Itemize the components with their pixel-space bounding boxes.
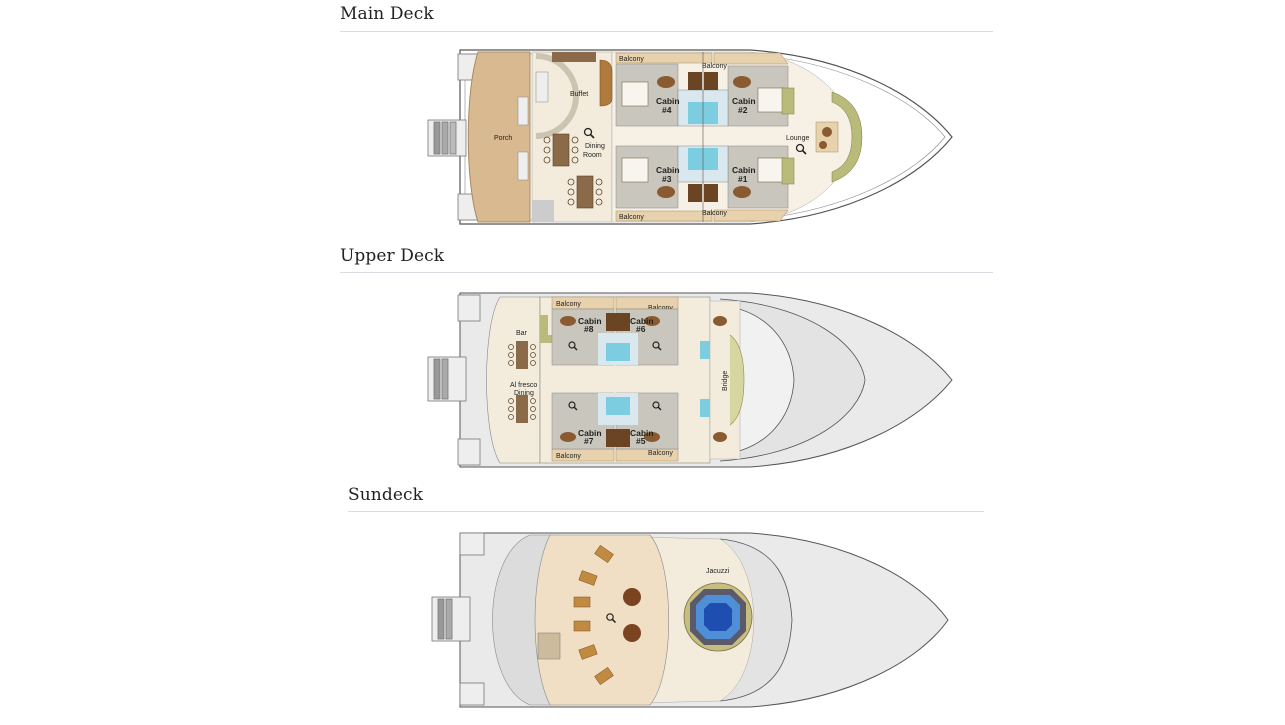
main-deck-plan: Porch Buffet Dining Room Balcony Balcony… xyxy=(427,49,953,225)
svg-text:Cabin: Cabin xyxy=(656,165,680,175)
jacuzzi-label: Jacuzzi xyxy=(706,568,730,575)
porch-label: Porch xyxy=(494,135,512,142)
upper-deck-plan: Bar Al fresco Dining Balcony Balcony Bal… xyxy=(427,292,953,468)
zoom-in-icon[interactable] xyxy=(568,341,578,351)
zoom-in-icon[interactable] xyxy=(583,127,595,139)
svg-text:Cabin: Cabin xyxy=(732,165,756,175)
svg-text:Room: Room xyxy=(583,152,602,159)
stern-steps xyxy=(427,53,481,221)
zoom-in-icon[interactable] xyxy=(652,401,662,411)
svg-text:Balcony: Balcony xyxy=(556,301,581,308)
svg-text:Dining: Dining xyxy=(585,143,605,150)
svg-text:#7: #7 xyxy=(584,436,594,446)
porch-area xyxy=(467,51,531,223)
svg-text:Balcony: Balcony xyxy=(702,210,727,217)
svg-text:Dining: Dining xyxy=(514,390,534,397)
svg-text:#4: #4 xyxy=(662,105,672,115)
jacuzzi xyxy=(683,582,753,652)
svg-text:Balcony: Balcony xyxy=(648,305,673,312)
upper-deck-divider xyxy=(340,272,993,273)
svg-text:Balcony: Balcony xyxy=(556,453,581,460)
svg-text:#5: #5 xyxy=(636,436,646,446)
bridge-label: Bridge xyxy=(722,371,729,391)
svg-text:Cabin: Cabin xyxy=(732,96,756,106)
svg-text:Cabin: Cabin xyxy=(630,428,654,438)
svg-text:Cabin: Cabin xyxy=(630,316,654,326)
svg-text:Cabin: Cabin xyxy=(656,96,680,106)
svg-text:Balcony: Balcony xyxy=(648,450,673,457)
svg-text:#3: #3 xyxy=(662,174,672,184)
main-deck-title: Main Deck xyxy=(340,4,434,24)
svg-text:#6: #6 xyxy=(636,324,646,334)
bar-label: Bar xyxy=(516,330,528,337)
svg-text:Balcony: Balcony xyxy=(702,63,727,70)
svg-text:Cabin: Cabin xyxy=(578,316,602,326)
svg-text:Balcony: Balcony xyxy=(619,214,644,221)
sundeck-plan: Jacuzzi xyxy=(431,532,949,708)
main-deck-divider xyxy=(340,31,993,32)
svg-text:Balcony: Balcony xyxy=(619,56,644,63)
dining-tables xyxy=(552,133,594,209)
sundeck-title: Sundeck xyxy=(348,485,424,505)
svg-text:#8: #8 xyxy=(584,324,594,334)
zoom-in-icon[interactable] xyxy=(652,341,662,351)
svg-text:#1: #1 xyxy=(738,174,748,184)
zoom-in-icon[interactable] xyxy=(568,401,578,411)
alfresco-label: Al fresco xyxy=(510,382,537,389)
upper-deck-title: Upper Deck xyxy=(340,246,445,266)
lounge-label: Lounge xyxy=(786,135,809,142)
svg-text:#2: #2 xyxy=(738,105,748,115)
zoom-in-icon[interactable] xyxy=(606,613,617,624)
zoom-in-icon[interactable] xyxy=(795,143,807,155)
buffet-label: Buffet xyxy=(570,91,588,98)
sundeck-divider xyxy=(348,511,984,512)
svg-text:Cabin: Cabin xyxy=(578,428,602,438)
